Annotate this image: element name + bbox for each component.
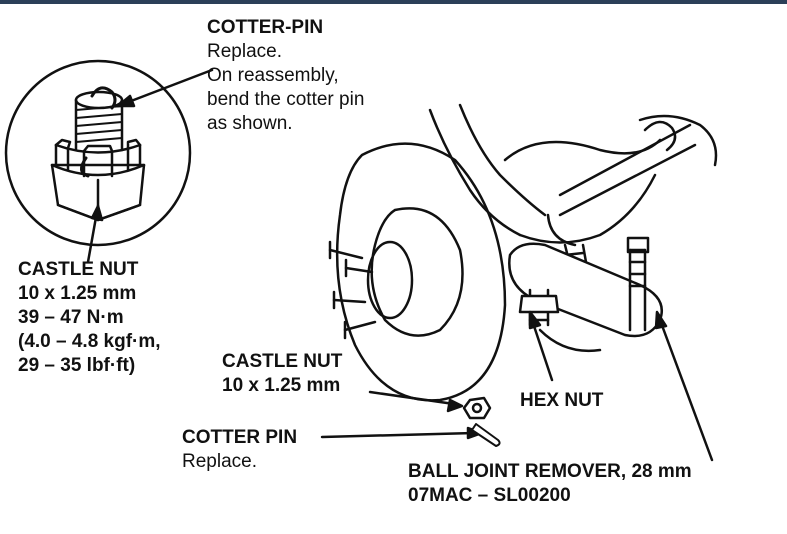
cotter-pin-top-line-4: as shown. — [207, 113, 293, 134]
loose-castle-nut — [462, 396, 492, 420]
cotter-pin-bottom-label: COTTER PIN Replace. — [182, 426, 297, 474]
castle-nut-detail-inset — [4, 59, 192, 247]
top-frame-bar — [0, 0, 787, 4]
hex-nut-label: HEX NUT — [520, 389, 603, 413]
ball-joint-remover-leader — [658, 318, 714, 462]
cotter-pin-top-line-1: Replace. — [207, 41, 282, 62]
hex-nut-title: HEX NUT — [520, 390, 604, 411]
castle-nut-mid-size: 10 x 1.25 mm — [222, 375, 341, 396]
cotter-pin-bottom-leader — [320, 431, 476, 439]
ball-joint-remover-label: BALL JOINT REMOVER, 28 mm 07MAC – SL0020… — [408, 460, 692, 508]
hex-nut-leader — [530, 318, 554, 382]
castle-nut-left-line-2: 39 – 47 N·m — [18, 307, 124, 328]
castle-nut-left-title: CASTLE NUT — [18, 259, 139, 280]
cotter-pin-top-line-3: bend the cotter pin — [207, 89, 365, 110]
cotter-pin-bottom-note: Replace. — [182, 451, 257, 472]
cotter-pin-bottom-title: COTTER PIN — [182, 427, 298, 448]
castle-nut-left-line-1: 10 x 1.25 mm — [18, 283, 137, 304]
castle-nut-mid-title: CASTLE NUT — [222, 351, 343, 372]
cotter-pin-top-leader — [116, 68, 214, 108]
cotter-pin-top-title: COTTER-PIN — [207, 17, 324, 38]
loose-cotter-pin — [471, 423, 501, 447]
castle-nut-mid-leader — [368, 390, 456, 406]
steering-knuckle — [428, 103, 718, 244]
castle-nut-mid-label: CASTLE NUT 10 x 1.25 mm — [222, 350, 342, 398]
castle-nut-left-label: CASTLE NUT 10 x 1.25 mm 39 – 47 N·m (4.0… — [18, 258, 161, 378]
ball-joint-remover-title: BALL JOINT REMOVER, 28 mm — [408, 461, 692, 482]
castle-nut-left-line-4: 29 – 35 lbf·ft) — [18, 355, 136, 376]
castle-nut-left-line-3: (4.0 – 4.8 kgf·m, — [18, 331, 161, 352]
cotter-pin-top-label: COTTER-PIN Replace. On reassembly, bend … — [207, 16, 364, 136]
ball-joint-remover-part-number: 07MAC – SL00200 — [408, 485, 571, 506]
brake-rotor — [328, 142, 507, 402]
cotter-pin-top-line-2: On reassembly, — [207, 65, 339, 86]
